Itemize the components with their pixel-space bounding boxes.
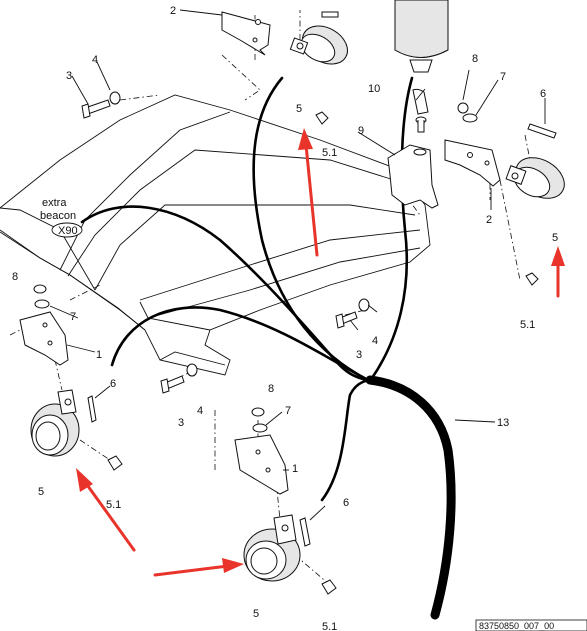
bracket-9 xyxy=(387,144,439,209)
callout-1-center: 1 xyxy=(292,463,298,475)
callout-9: 9 xyxy=(358,125,364,137)
connector-badge xyxy=(51,222,83,238)
callout-3-mid: 3 xyxy=(356,349,362,361)
beacon-note-line2: beacon xyxy=(40,210,76,222)
callout-7-right: 7 xyxy=(500,71,506,83)
beacon-cable xyxy=(80,205,370,382)
callout-5-left: 5 xyxy=(38,486,44,498)
callout-2-top: 2 xyxy=(170,5,176,17)
rear-lamp-top xyxy=(221,11,348,125)
callout-13: 13 xyxy=(497,417,509,429)
callout-7-left: 7 xyxy=(70,311,76,323)
arrow-rear-lamp-top xyxy=(304,143,319,257)
callout-51-center: 5.1 xyxy=(322,621,337,631)
front-lamp-center xyxy=(234,407,337,595)
front-right-cable xyxy=(320,378,372,502)
callout-51-left: 5.1 xyxy=(106,499,121,511)
callout-6-left: 6 xyxy=(110,378,116,390)
callout-2-right: 2 xyxy=(486,214,492,226)
callout-8-left: 8 xyxy=(12,271,18,283)
callout-4-mid: 4 xyxy=(372,335,378,347)
callout-5-right: 5 xyxy=(552,232,558,244)
callout-8-center: 8 xyxy=(268,383,274,395)
rear-lamp-right xyxy=(444,102,565,286)
callout-6-center: 6 xyxy=(343,497,349,509)
callout-6-right: 6 xyxy=(540,88,546,100)
callout-3-top: 3 xyxy=(66,70,72,82)
front-left-cable xyxy=(110,306,370,382)
rear-right-cable xyxy=(252,76,370,382)
callout-4-top: 4 xyxy=(92,54,98,66)
drawing-number-box: 83750850_007_00 xyxy=(475,619,587,631)
beacon-lamp xyxy=(394,0,449,133)
callout-5-top: 5 xyxy=(296,103,302,115)
connector-label: X90 xyxy=(58,225,78,237)
callout-10: 10 xyxy=(368,83,380,95)
drawing-number: 83750850_007_00 xyxy=(479,621,554,631)
callout-3-center: 3 xyxy=(178,417,184,429)
callout-5-center: 5 xyxy=(253,608,259,620)
callout-1-left: 1 xyxy=(96,349,102,361)
front-lamp-left xyxy=(19,284,123,471)
arrow-front-lamp-center xyxy=(153,564,230,577)
fasteners xyxy=(81,91,370,394)
callout-8-right: 8 xyxy=(472,53,478,65)
wiring xyxy=(80,76,456,620)
callout-labels: 2 4 3 5 5.1 8 7 6 10 9 2 5 5.1 8 7 1 6 5… xyxy=(12,5,558,631)
beacon-note: extra beacon X90 xyxy=(40,197,83,238)
rear-left-cable xyxy=(370,76,414,380)
callout-4-center: 4 xyxy=(197,405,203,417)
leader-lines xyxy=(49,9,546,521)
cab-roof xyxy=(0,94,431,376)
highlight-arrows xyxy=(76,128,565,577)
main-harness xyxy=(365,375,456,620)
callout-7-center: 7 xyxy=(285,405,291,417)
callout-51-top: 5.1 xyxy=(322,147,337,159)
callout-51-right: 5.1 xyxy=(520,319,535,331)
beacon-note-line1: extra xyxy=(42,197,67,209)
arrow-front-lamp-left xyxy=(83,480,136,552)
